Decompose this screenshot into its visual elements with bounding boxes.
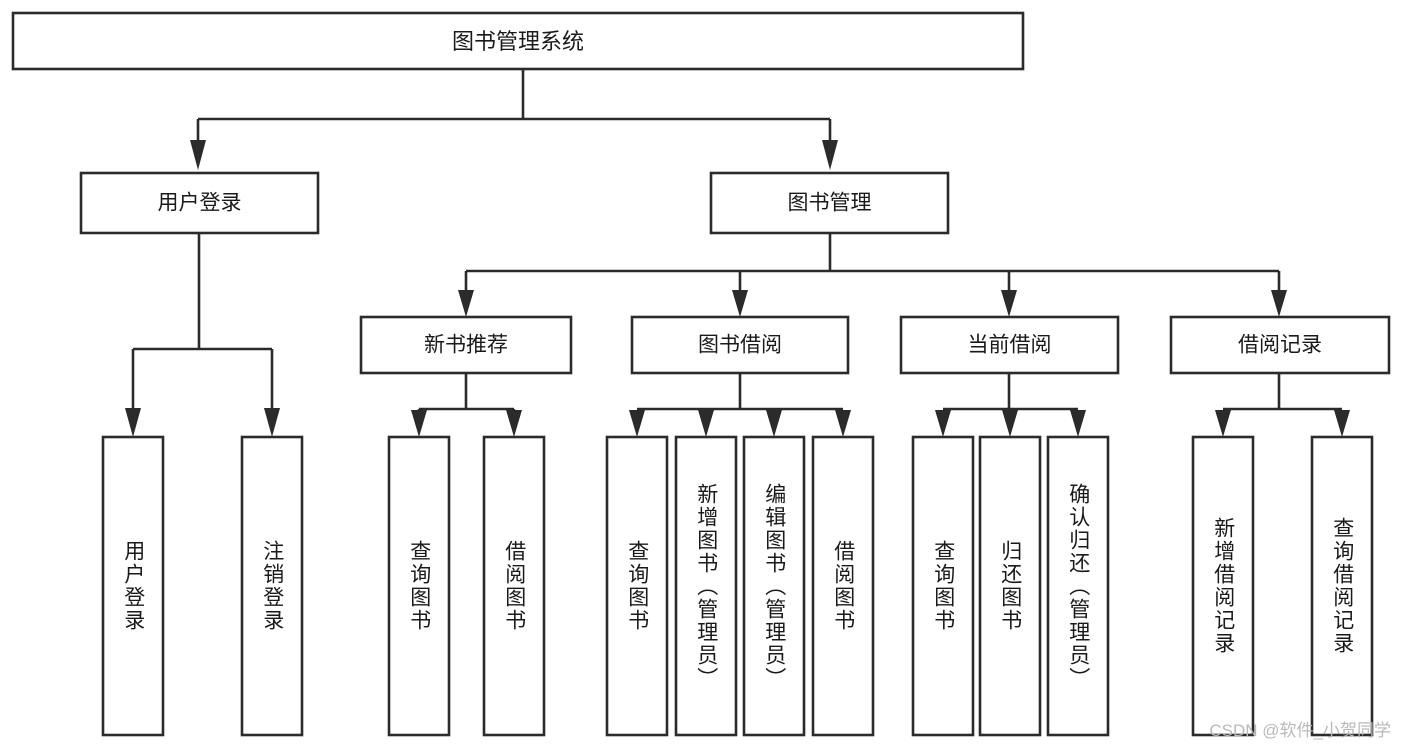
arrow-currentborrow-leaf3 xyxy=(1070,410,1086,437)
node-borrow-record-box[interactable] xyxy=(1169,315,1391,375)
arrow-to-user-login xyxy=(190,140,206,170)
leaf-label-current-borrow-1: 查询图书 xyxy=(931,540,955,632)
node-book-manage[interactable]: 图书管理 xyxy=(709,171,950,235)
leaf-box-book-borrow-1[interactable] xyxy=(605,435,669,737)
leaf-box-book-borrow-4[interactable] xyxy=(811,435,875,737)
node-user-login-label: 用户登录 xyxy=(158,192,242,215)
leaf-label-user-login-1: 用户登录 xyxy=(121,540,145,632)
connector-group xyxy=(125,69,1350,437)
node-user-login[interactable]: 用户登录 xyxy=(79,171,320,235)
node-new-book-recommend[interactable]: 新书推荐 xyxy=(359,315,573,375)
node-book-manage-box[interactable] xyxy=(709,171,950,235)
node-user-login-box[interactable] xyxy=(79,171,320,235)
arrow-newbook-leaf2 xyxy=(506,410,522,437)
arrow-currentborrow-leaf1 xyxy=(935,410,951,437)
leaf-label-book-borrow-3: 编辑图书（管理员） xyxy=(762,482,786,690)
leaf-label-borrow-record-2: 查询借阅记录 xyxy=(1330,517,1354,655)
node-new-book-recommend-label: 新书推荐 xyxy=(424,334,508,357)
arrow-currentborrow-leaf2 xyxy=(1002,410,1018,437)
arrow-bookborrow-leaf1 xyxy=(629,410,645,437)
arrow-borrowrecord-leaf2 xyxy=(1334,410,1350,437)
leaf-box-new-book-1[interactable] xyxy=(387,435,451,737)
leaf-label-new-book-1: 查询图书 xyxy=(407,540,431,632)
arrow-to-book-borrow xyxy=(732,290,748,317)
arrow-borrowrecord-leaf1 xyxy=(1215,410,1231,437)
arrow-to-current-borrow xyxy=(1001,290,1017,317)
node-borrow-record[interactable]: 借阅记录 xyxy=(1169,315,1391,375)
leaf-box-borrow-record-2[interactable] xyxy=(1310,435,1374,737)
arrow-bookborrow-leaf3 xyxy=(766,410,782,437)
leaf-box-current-borrow-3[interactable] xyxy=(1046,435,1110,737)
node-book-borrow-label: 图书借阅 xyxy=(698,334,782,357)
arrow-newbook-leaf1 xyxy=(411,410,427,437)
leaf-box-user-login-1[interactable] xyxy=(101,435,165,737)
node-book-borrow[interactable]: 图书借阅 xyxy=(630,315,850,375)
arrow-to-borrow-record xyxy=(1271,290,1287,317)
leaf-box-current-borrow-2[interactable] xyxy=(978,435,1042,737)
node-book-manage-label: 图书管理 xyxy=(788,192,872,215)
node-current-borrow-box[interactable] xyxy=(899,315,1120,375)
leaf-label-book-borrow-2: 新增图书（管理员） xyxy=(694,482,718,690)
leaf-label-new-book-2: 借阅图书 xyxy=(502,540,526,632)
leaf-box-new-book-2[interactable] xyxy=(482,435,546,737)
leaf-box-borrow-record-1[interactable] xyxy=(1191,435,1255,737)
leaf-box-book-borrow-3[interactable] xyxy=(742,435,806,737)
node-current-borrow[interactable]: 当前借阅 xyxy=(899,315,1120,375)
arrow-userlogin-leaf2 xyxy=(264,408,280,437)
node-root-label: 图书管理系统 xyxy=(452,29,584,54)
leaf-label-book-borrow-4: 借阅图书 xyxy=(831,540,855,632)
arrow-to-new-book xyxy=(458,290,474,317)
arrow-bookborrow-leaf4 xyxy=(835,410,851,437)
node-root-box[interactable] xyxy=(11,11,1025,71)
node-new-book-recommend-box[interactable] xyxy=(359,315,573,375)
arrow-userlogin-leaf1 xyxy=(125,408,141,437)
node-root[interactable]: 图书管理系统 xyxy=(11,11,1025,71)
leaf-label-user-login-2: 注销登录 xyxy=(260,540,284,632)
arrow-bookborrow-leaf2 xyxy=(698,410,714,437)
node-borrow-record-label: 借阅记录 xyxy=(1238,334,1322,357)
arrow-to-book-manage xyxy=(822,140,838,170)
watermark-text: CSDN @软件_小贺同学 xyxy=(1209,721,1391,740)
node-book-borrow-box[interactable] xyxy=(630,315,850,375)
leaf-box-current-borrow-1[interactable] xyxy=(911,435,975,737)
node-current-borrow-label: 当前借阅 xyxy=(968,334,1052,357)
leaf-label-current-borrow-2: 归还图书 xyxy=(998,540,1022,632)
leaf-label-book-borrow-1: 查询图书 xyxy=(625,540,649,632)
leaf-label-borrow-record-1: 新增借阅记录 xyxy=(1211,517,1235,655)
leaf-box-user-login-2[interactable] xyxy=(240,435,304,737)
leaf-box-book-borrow-2[interactable] xyxy=(674,435,738,737)
leaf-label-current-borrow-3: 确认归还（管理员） xyxy=(1066,482,1090,690)
